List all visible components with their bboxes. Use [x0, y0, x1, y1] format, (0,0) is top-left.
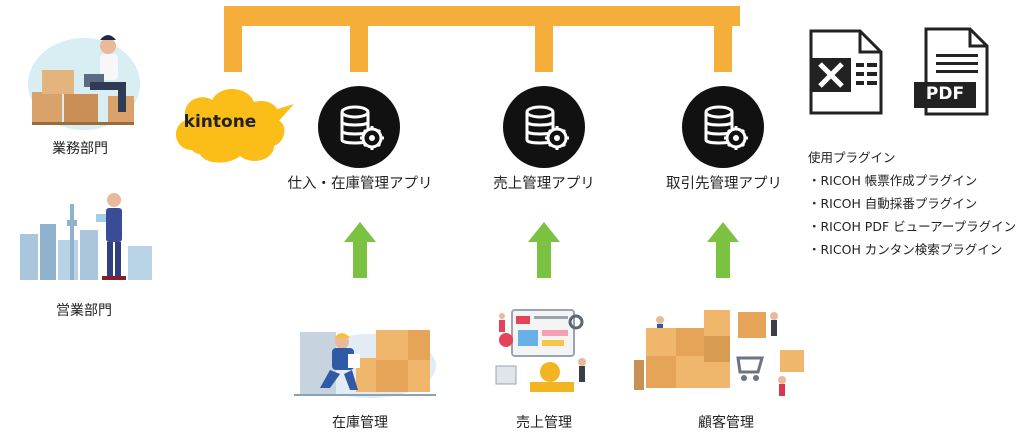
database-gear-icon-clients — [682, 86, 764, 168]
up-arrow-icon-inventory — [344, 222, 376, 278]
sales-department-label: 営業部門 — [56, 303, 112, 319]
plugin-list-title: 使用プラグイン — [808, 150, 896, 165]
plugin-list: 使用プラグイン ・RICOH 帳票作成プラグイン ・RICOH 自動採番プラグイ… — [808, 146, 1016, 261]
pdf-icon-text: PDF — [925, 84, 965, 104]
connector-drop-app-3 — [714, 6, 732, 72]
connector-drop-kintone — [224, 6, 242, 72]
plugin-item: ・RICOH カンタン検索プラグイン — [808, 242, 1003, 257]
source-label-sales: 売上管理 — [516, 415, 572, 431]
app-label-inventory: 仕入・在庫管理アプリ — [287, 176, 433, 192]
sales-department-illustration — [16, 190, 156, 286]
up-arrow-icon-clients — [707, 222, 739, 278]
business-department-illustration — [22, 22, 142, 130]
plugin-item: ・RICOH PDF ビューアープラグイン — [808, 219, 1017, 234]
kintone-logo: kintone — [170, 80, 294, 166]
database-gear-icon-sales — [503, 86, 585, 168]
source-label-inventory: 在庫管理 — [332, 415, 388, 431]
excel-icon — [808, 28, 884, 116]
customer-illustration — [630, 300, 820, 400]
pdf-file-icon: PDF — [912, 26, 990, 118]
plugin-item: ・RICOH 自動採番プラグイン — [808, 196, 978, 211]
connector-drop-app-2 — [535, 6, 553, 72]
app-label-sales: 売上管理アプリ — [493, 176, 595, 192]
up-arrow-icon-sales — [528, 222, 560, 278]
connector-top-bar — [224, 6, 740, 26]
inventory-illustration — [290, 318, 440, 398]
plugin-item: ・RICOH 帳票作成プラグイン — [808, 173, 978, 188]
source-label-clients: 顧客管理 — [698, 415, 754, 431]
app-label-clients: 取引先管理アプリ — [666, 176, 782, 192]
sales-illustration — [490, 300, 594, 400]
kintone-logo-text: kintone — [183, 112, 257, 132]
database-gear-icon-inventory — [318, 86, 400, 168]
business-department-label: 業務部門 — [52, 141, 108, 157]
connector-drop-app-1 — [350, 6, 368, 72]
